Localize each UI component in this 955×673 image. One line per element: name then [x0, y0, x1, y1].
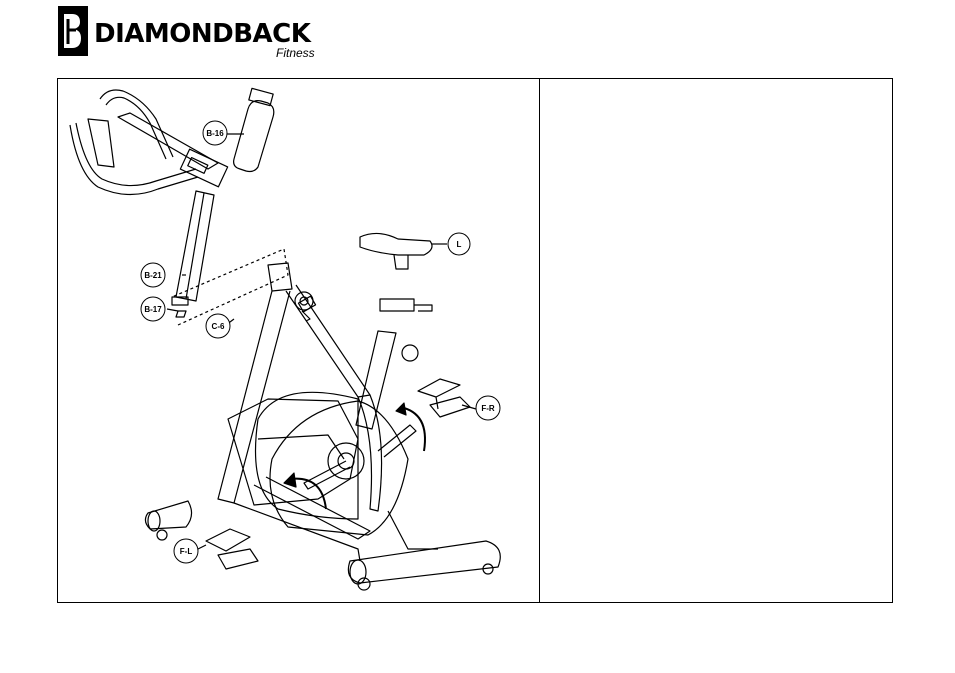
- callout-l: L: [448, 233, 470, 255]
- callout-c6: C-6: [206, 314, 230, 338]
- callout-b16: B-16: [203, 121, 227, 145]
- svg-text:F-L: F-L: [180, 547, 193, 556]
- callout-fl: F-L: [174, 539, 198, 563]
- seat-illustration: [360, 233, 432, 269]
- water-bottle-illustration: [234, 88, 274, 171]
- callout-b21: B-21: [141, 263, 165, 287]
- instruction-frame: B-16 B-21 B-17 C-6 L F-R F-L: [57, 78, 893, 603]
- bike-frame-illustration: [145, 263, 500, 590]
- svg-text:B-17: B-17: [144, 305, 162, 314]
- handlebar-post-illustration: [172, 191, 214, 317]
- svg-text:B-16: B-16: [206, 129, 224, 138]
- brand-subtitle: Fitness: [276, 46, 315, 60]
- svg-text:C-6: C-6: [212, 322, 225, 331]
- svg-text:F-R: F-R: [481, 404, 495, 413]
- svg-text:B-21: B-21: [144, 271, 162, 280]
- callout-b17: B-17: [141, 297, 165, 321]
- handlebar-illustration: [70, 90, 228, 195]
- column-divider: [539, 79, 540, 602]
- diamondback-logo-icon: [58, 6, 88, 56]
- svg-text:L: L: [457, 240, 462, 249]
- assembly-illustration: B-16 B-21 B-17 C-6 L F-R F-L: [58, 79, 539, 602]
- right-pedal-illustration: [418, 379, 470, 417]
- callout-fr: F-R: [476, 396, 500, 420]
- brand-logo: DIAMONDBACK Fitness: [58, 6, 328, 60]
- left-pedal-illustration: [206, 529, 258, 569]
- brand-name: DIAMONDBACK: [94, 20, 310, 48]
